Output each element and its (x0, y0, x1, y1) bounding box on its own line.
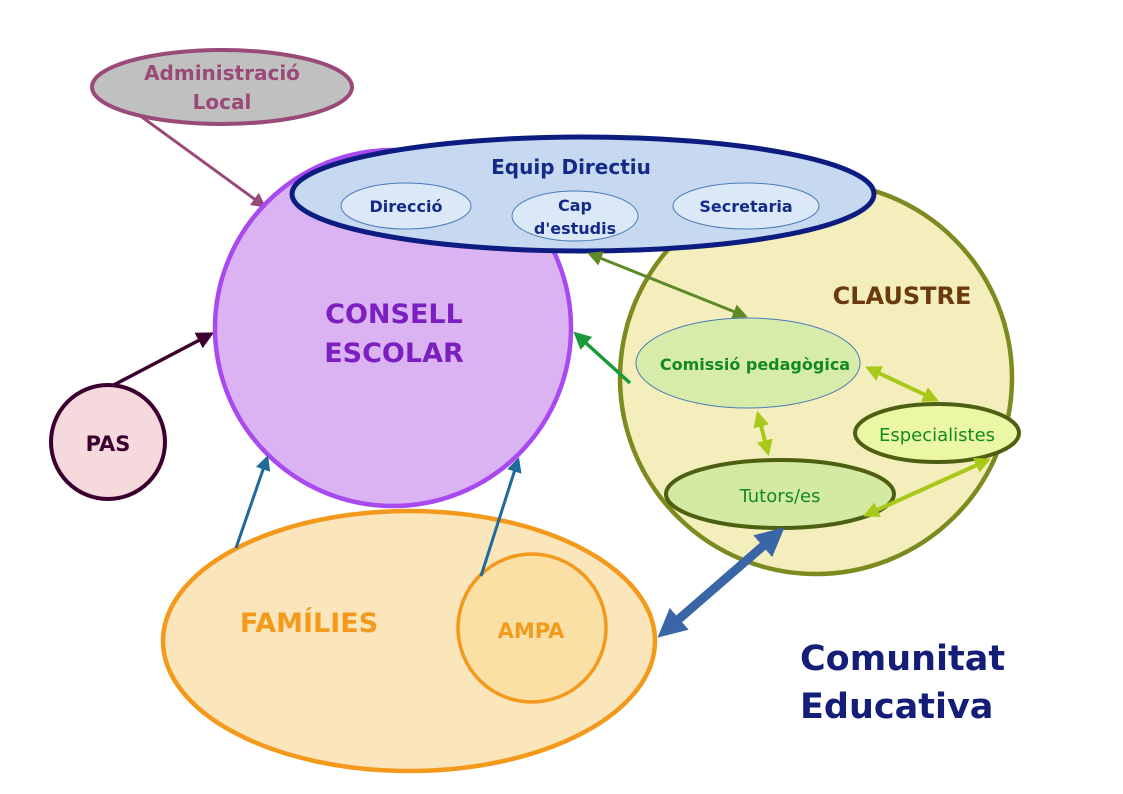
comissio-especialistes-arrow (865, 366, 939, 402)
comunitat-educativa-line2: Educativa (800, 687, 993, 727)
ampa-to-consell-arrow (479, 457, 522, 577)
ampa-label: AMPA (498, 619, 566, 643)
tutors-especialistes-arrow (863, 457, 991, 518)
pas-to-consell-arrow (107, 332, 215, 390)
families-tutors-arrow (657, 527, 785, 638)
consell-escolar-label-line2: ESCOLAR (324, 338, 464, 369)
direccio-ellipse (340, 182, 472, 230)
cap-estudis-label-line2: d'estudis (534, 219, 616, 238)
ampa-circle (456, 552, 608, 704)
consell-escolar-label-line1: CONSELL (325, 299, 463, 330)
comissio-pedagogica-ellipse (635, 317, 861, 409)
claustre-to-consell-arrow (573, 331, 632, 385)
admin-local-label-line1: Administració (144, 61, 300, 85)
claustre-title: CLAUSTRE (833, 282, 972, 310)
admin-local-ellipse (90, 48, 354, 126)
admin-local-label-line2: Local (193, 90, 252, 114)
especialistes-label: Especialistes (879, 425, 995, 446)
secretaria-ellipse (672, 182, 820, 230)
families-to-consell-arrow (234, 455, 271, 549)
comunitat-educativa-line1: Comunitat (800, 639, 1005, 679)
admin-to-consell-arrow (134, 110, 267, 208)
equip-comissio-arrow (587, 251, 748, 319)
cap-estudis-ellipse (511, 190, 639, 242)
secretaria-label: Secretaria (699, 197, 792, 216)
comissio-tutors-arrow (753, 410, 773, 457)
pas-label: PAS (86, 432, 131, 456)
comissio-pedagogica-label: Comissió pedagògica (660, 355, 850, 374)
direccio-label: Direcció (370, 197, 443, 216)
equip-directiu-title: Equip Directiu (491, 155, 651, 179)
families-label: FAMÍLIES (240, 607, 378, 639)
cap-estudis-label-line1: Cap (558, 196, 592, 215)
tutors-label: Tutors/es (738, 486, 820, 507)
